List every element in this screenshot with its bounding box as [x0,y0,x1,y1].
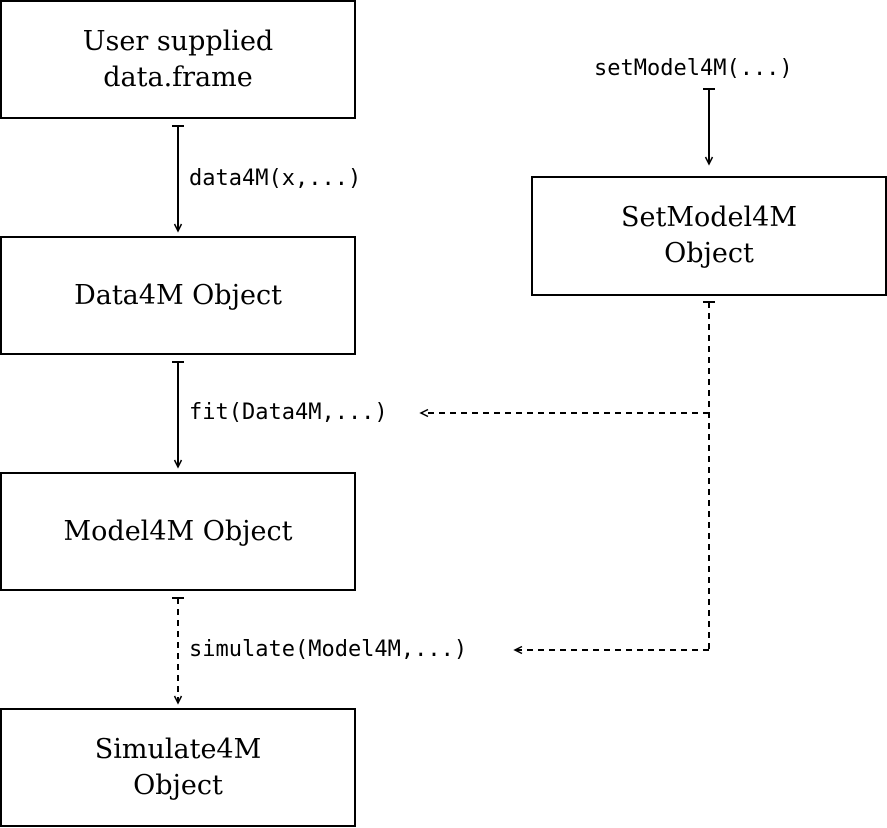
setmodel4m-object-label: SetModel4M Object [621,202,797,269]
model4m-object-label: Model4M Object [63,515,293,547]
arrow-fit [172,361,184,469]
user-data-frame-label: User supplied data.frame [82,25,274,93]
simulate4m-object-label: Simulate4M Object [94,733,262,801]
setmodel4m-object-box: SetModel4M Object [531,176,887,296]
arrow-data4m [172,125,184,233]
data4m-call-label: data4M(x,...) [189,166,362,191]
arrow-setmodel [703,88,715,166]
simulate4m-object-box: Simulate4M Object [0,708,356,827]
data4m-object-box: Data4M Object [0,236,356,355]
data4m-object-label: Data4M Object [74,279,282,311]
setmodel-call-label: setModel4M(...) [594,56,793,81]
fit-call-label: fit(Data4M,...) [189,400,388,425]
dashed-feedback-connector [419,301,715,655]
user-data-frame-box: User supplied data.frame [0,0,356,119]
simulate-call-label: simulate(Model4M,...) [189,637,468,662]
model4m-object-box: Model4M Object [0,472,356,591]
arrow-simulate [172,597,184,705]
